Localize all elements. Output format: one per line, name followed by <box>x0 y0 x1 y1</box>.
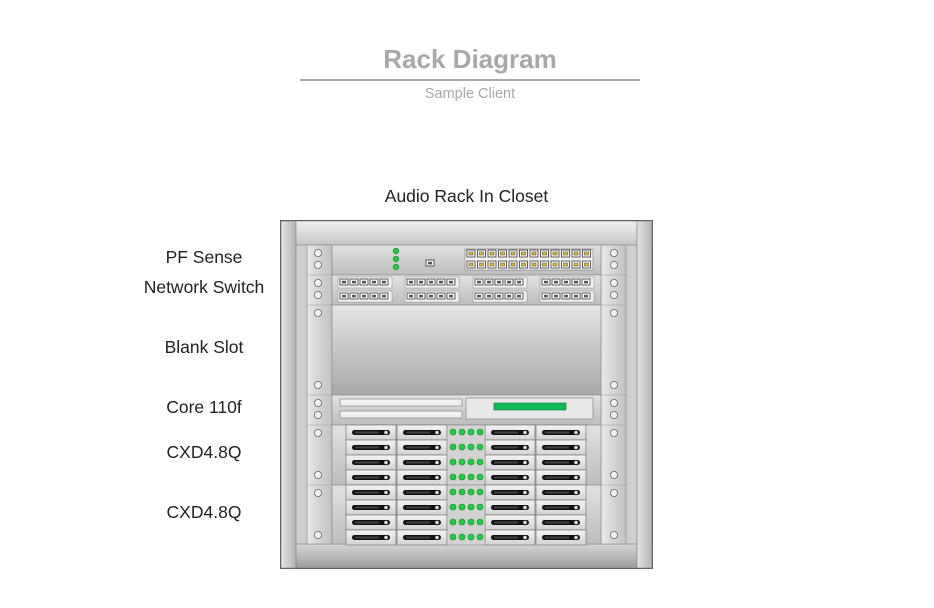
front-display-icon <box>493 402 567 411</box>
network-switch-unit <box>331 274 602 306</box>
amplifier-unit-1 <box>331 425 602 485</box>
device-label-blank-slot: Blank Slot <box>164 337 244 357</box>
diagram-title: Rack Diagram <box>383 44 557 74</box>
status-led-icon <box>392 247 400 271</box>
rack-title: Audio Rack In Closet <box>384 186 549 206</box>
rack-top-panel <box>280 220 653 246</box>
console-port-icon <box>425 259 435 267</box>
device-label-network-switch: Network Switch <box>143 277 265 297</box>
device-label-amplifier-2: CXD4.8Q <box>166 502 242 522</box>
device-label-pf-sense: PF Sense <box>165 247 243 267</box>
rack-right-side <box>636 220 653 569</box>
core-slot-lower <box>339 410 463 419</box>
title-underline <box>300 79 640 81</box>
core-slot-upper <box>339 398 463 407</box>
core-110f-unit <box>331 394 602 426</box>
switch-ports-icon <box>337 276 595 303</box>
device-label-core-110f: Core 110f <box>166 397 242 417</box>
device-label-amplifier-1: CXD4.8Q <box>166 442 242 462</box>
rack-left-side <box>280 220 297 569</box>
amplifier-unit-2 <box>331 485 602 545</box>
right-rail <box>600 244 627 545</box>
rack-bottom-panel <box>280 543 653 569</box>
server-rack <box>280 220 653 569</box>
diagram-subtitle: Sample Client <box>424 86 516 102</box>
left-rail <box>306 244 333 545</box>
pf-sense-unit <box>331 244 602 276</box>
blank-panel-unit <box>331 304 602 396</box>
